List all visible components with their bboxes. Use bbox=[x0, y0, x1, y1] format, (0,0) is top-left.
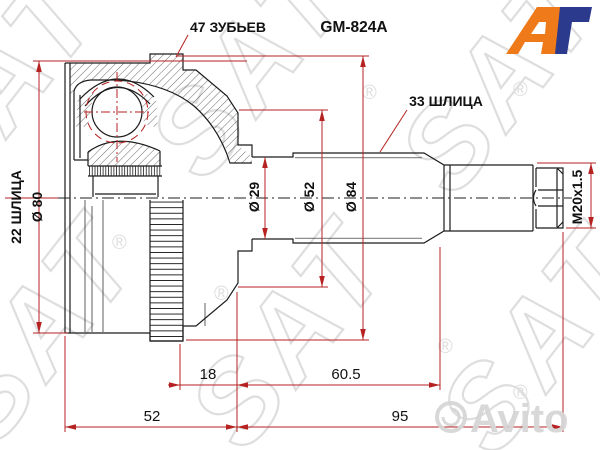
dim-dia84-line bbox=[177, 55, 369, 341]
avito-watermark-text: Avito bbox=[470, 397, 569, 441]
arrow-down-icon bbox=[319, 276, 325, 287]
registered-mark-icon: ® bbox=[513, 382, 528, 404]
part-code: GM-824A bbox=[320, 19, 387, 36]
callout-teeth: 47 ЗУБЬЕВ bbox=[190, 19, 266, 35]
thread-end-outline bbox=[532, 167, 564, 229]
registered-mark-icon: ® bbox=[362, 82, 377, 104]
callout-dia-shoulder: Ø 52 bbox=[301, 182, 317, 213]
spline-root-lines bbox=[295, 157, 422, 239]
dim-abs-to-face: 18 bbox=[200, 366, 217, 383]
arrow-down-icon bbox=[588, 217, 594, 228]
callout-bore-splines: 22 ШЛИЦА bbox=[8, 170, 24, 244]
dim-bell-length: 52 bbox=[144, 408, 161, 425]
dim-stem-length: 95 bbox=[392, 408, 409, 425]
ball-pitch-circle bbox=[85, 80, 149, 144]
inner-race-section-hatch bbox=[88, 141, 160, 166]
abs-ring-teeth bbox=[150, 200, 183, 341]
registered-mark-icon: ® bbox=[214, 283, 229, 305]
extension-lines-bottom bbox=[64, 232, 564, 432]
avito-watermark: Avito bbox=[435, 397, 569, 441]
dim-dia80-line bbox=[33, 60, 247, 334]
avito-logo-icon bbox=[435, 401, 467, 433]
arrow-right-icon bbox=[552, 424, 563, 430]
logo-letter-a-counter bbox=[531, 22, 546, 34]
arrow-right-icon bbox=[429, 382, 440, 388]
bell-wall-section-hatch bbox=[70, 54, 252, 163]
callout-shaft-splines: 33 ШЛИЦА bbox=[409, 93, 483, 109]
bore-spline-band bbox=[88, 166, 162, 176]
callout-thread: M20x1.5 bbox=[569, 170, 585, 225]
dim-dia52-line bbox=[238, 109, 328, 288]
registered-mark-icon: ® bbox=[438, 336, 453, 358]
arrow-left-icon bbox=[237, 382, 248, 388]
registered-mark-icon: ® bbox=[513, 79, 528, 101]
arrow-left-icon bbox=[65, 424, 76, 430]
arrow-down-icon bbox=[360, 329, 366, 340]
labels: 47 ЗУБЬЕВ GM-824A 33 ШЛИЦА 22 ШЛИЦА Ø 80… bbox=[8, 19, 585, 425]
arrow-down-icon bbox=[36, 322, 42, 333]
arrow-down-icon bbox=[262, 228, 268, 239]
inner-race-outline bbox=[87, 140, 162, 197]
callout-dia-neck: Ø 29 bbox=[246, 182, 262, 213]
arrow-up-icon bbox=[262, 157, 268, 168]
boot-groove-lines bbox=[84, 200, 206, 332]
arrow-right-icon bbox=[169, 382, 180, 388]
sat-watermark-text: SAT bbox=[164, 198, 416, 450]
arrow-left-icon bbox=[237, 424, 248, 430]
leader-splines bbox=[379, 109, 408, 153]
cage-section-hatch bbox=[76, 90, 94, 128]
arrow-up-icon bbox=[319, 110, 325, 121]
at-logo: AT bbox=[506, 7, 592, 54]
arrow-up-icon bbox=[588, 163, 594, 174]
callout-dia-bell: Ø 80 bbox=[29, 192, 45, 223]
bell-housing bbox=[64, 53, 253, 342]
arrow-up-icon bbox=[360, 56, 366, 67]
callout-dia-abs-ring: Ø 84 bbox=[343, 182, 359, 213]
bell-cavity-outline bbox=[73, 79, 252, 164]
logo-letter-a bbox=[506, 7, 560, 54]
leader-teeth bbox=[175, 34, 189, 58]
registered-mark-icon: ® bbox=[112, 232, 127, 254]
sat-watermark-text: SAT bbox=[0, 193, 166, 450]
arrow-up-icon bbox=[36, 61, 42, 72]
dim-spline-zone: 60.5 bbox=[331, 366, 360, 383]
arrow-right-icon bbox=[226, 424, 237, 430]
bell-outline bbox=[64, 53, 253, 342]
avito-logo-icon bbox=[441, 407, 461, 427]
dimension-lines bbox=[33, 34, 596, 432]
